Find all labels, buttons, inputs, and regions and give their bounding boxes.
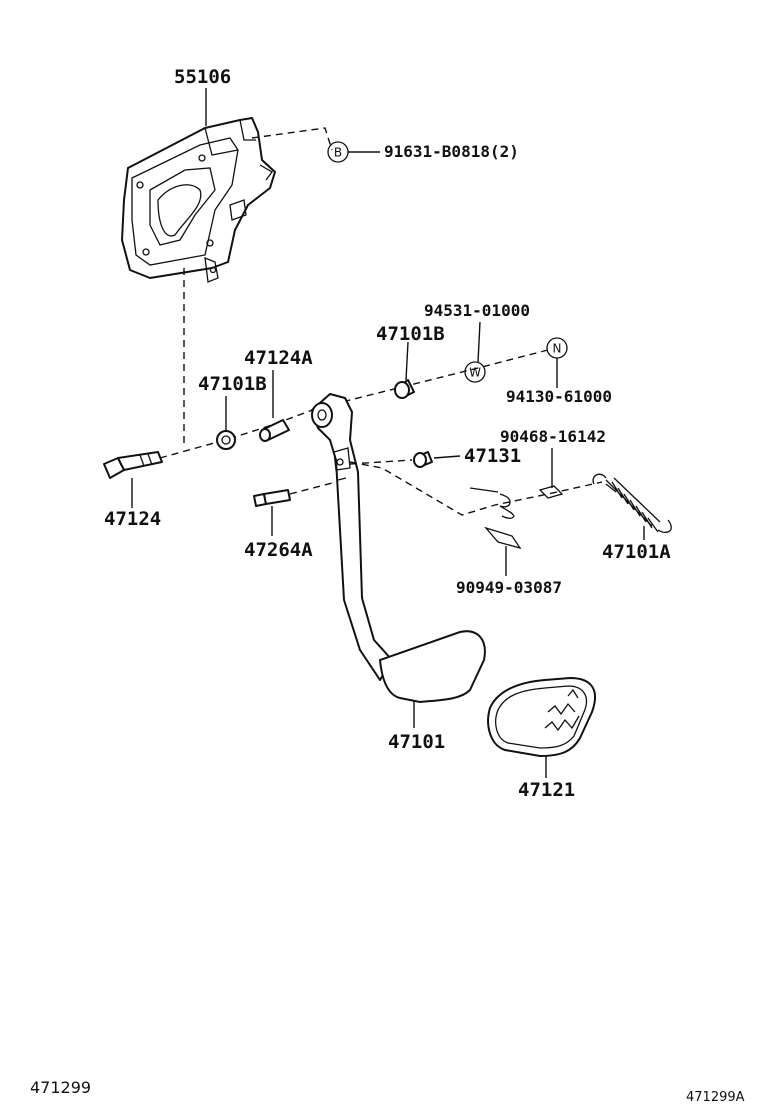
label-47101b-left: 47101B [198,373,267,395]
label-47264a: 47264A [244,539,313,561]
footer-code-left: 471299 [30,1078,91,1097]
leader-lines [131,88,645,778]
svg-text:N: N [553,342,562,356]
spring-90949 [469,487,522,550]
label-47124: 47124 [104,508,161,530]
bolt-dash-line [289,481,337,495]
pedal-arm-47101 [311,393,486,703]
marker-b: B [327,141,349,163]
label-47131: 47131 [464,445,521,467]
label-47101a: 47101A [602,541,671,563]
pedal-pad-47121 [487,677,597,757]
marker-n: N [546,337,568,359]
label-47121: 47121 [518,779,575,801]
stopper-dash-line [349,459,413,465]
label-47124a: 47124A [244,347,313,369]
label-47101: 47101 [388,731,445,753]
label-90468-16142: 90468-16142 [500,427,606,446]
pedal-bracket [121,117,276,283]
return-spring-47101a [592,473,672,534]
label-94130-61000: 94130-61000 [506,387,612,406]
label-55106: 55106 [174,66,231,88]
collar-47124a [259,419,290,442]
marker-w: W [464,361,486,383]
bolt-47264a [253,489,291,507]
b-dash-line [251,127,333,151]
clip-90468 [538,485,564,499]
bushing-47101b-left [216,430,236,450]
stopper-47131 [413,451,433,468]
bolt-47124 [103,451,163,479]
bushing-47101b-right [394,379,415,399]
label-47101b-right: 47101B [376,323,445,345]
spring-dash-line [349,461,603,516]
footer-code-right: 471299A [686,1090,745,1105]
svg-text:W: W [469,366,481,380]
label-94531-01000: 94531-01000 [424,301,530,320]
label-91631-b0818: 91631-B0818(2) [384,142,519,161]
label-90949-03087: 90949-03087 [456,578,562,597]
svg-text:B: B [334,146,342,160]
